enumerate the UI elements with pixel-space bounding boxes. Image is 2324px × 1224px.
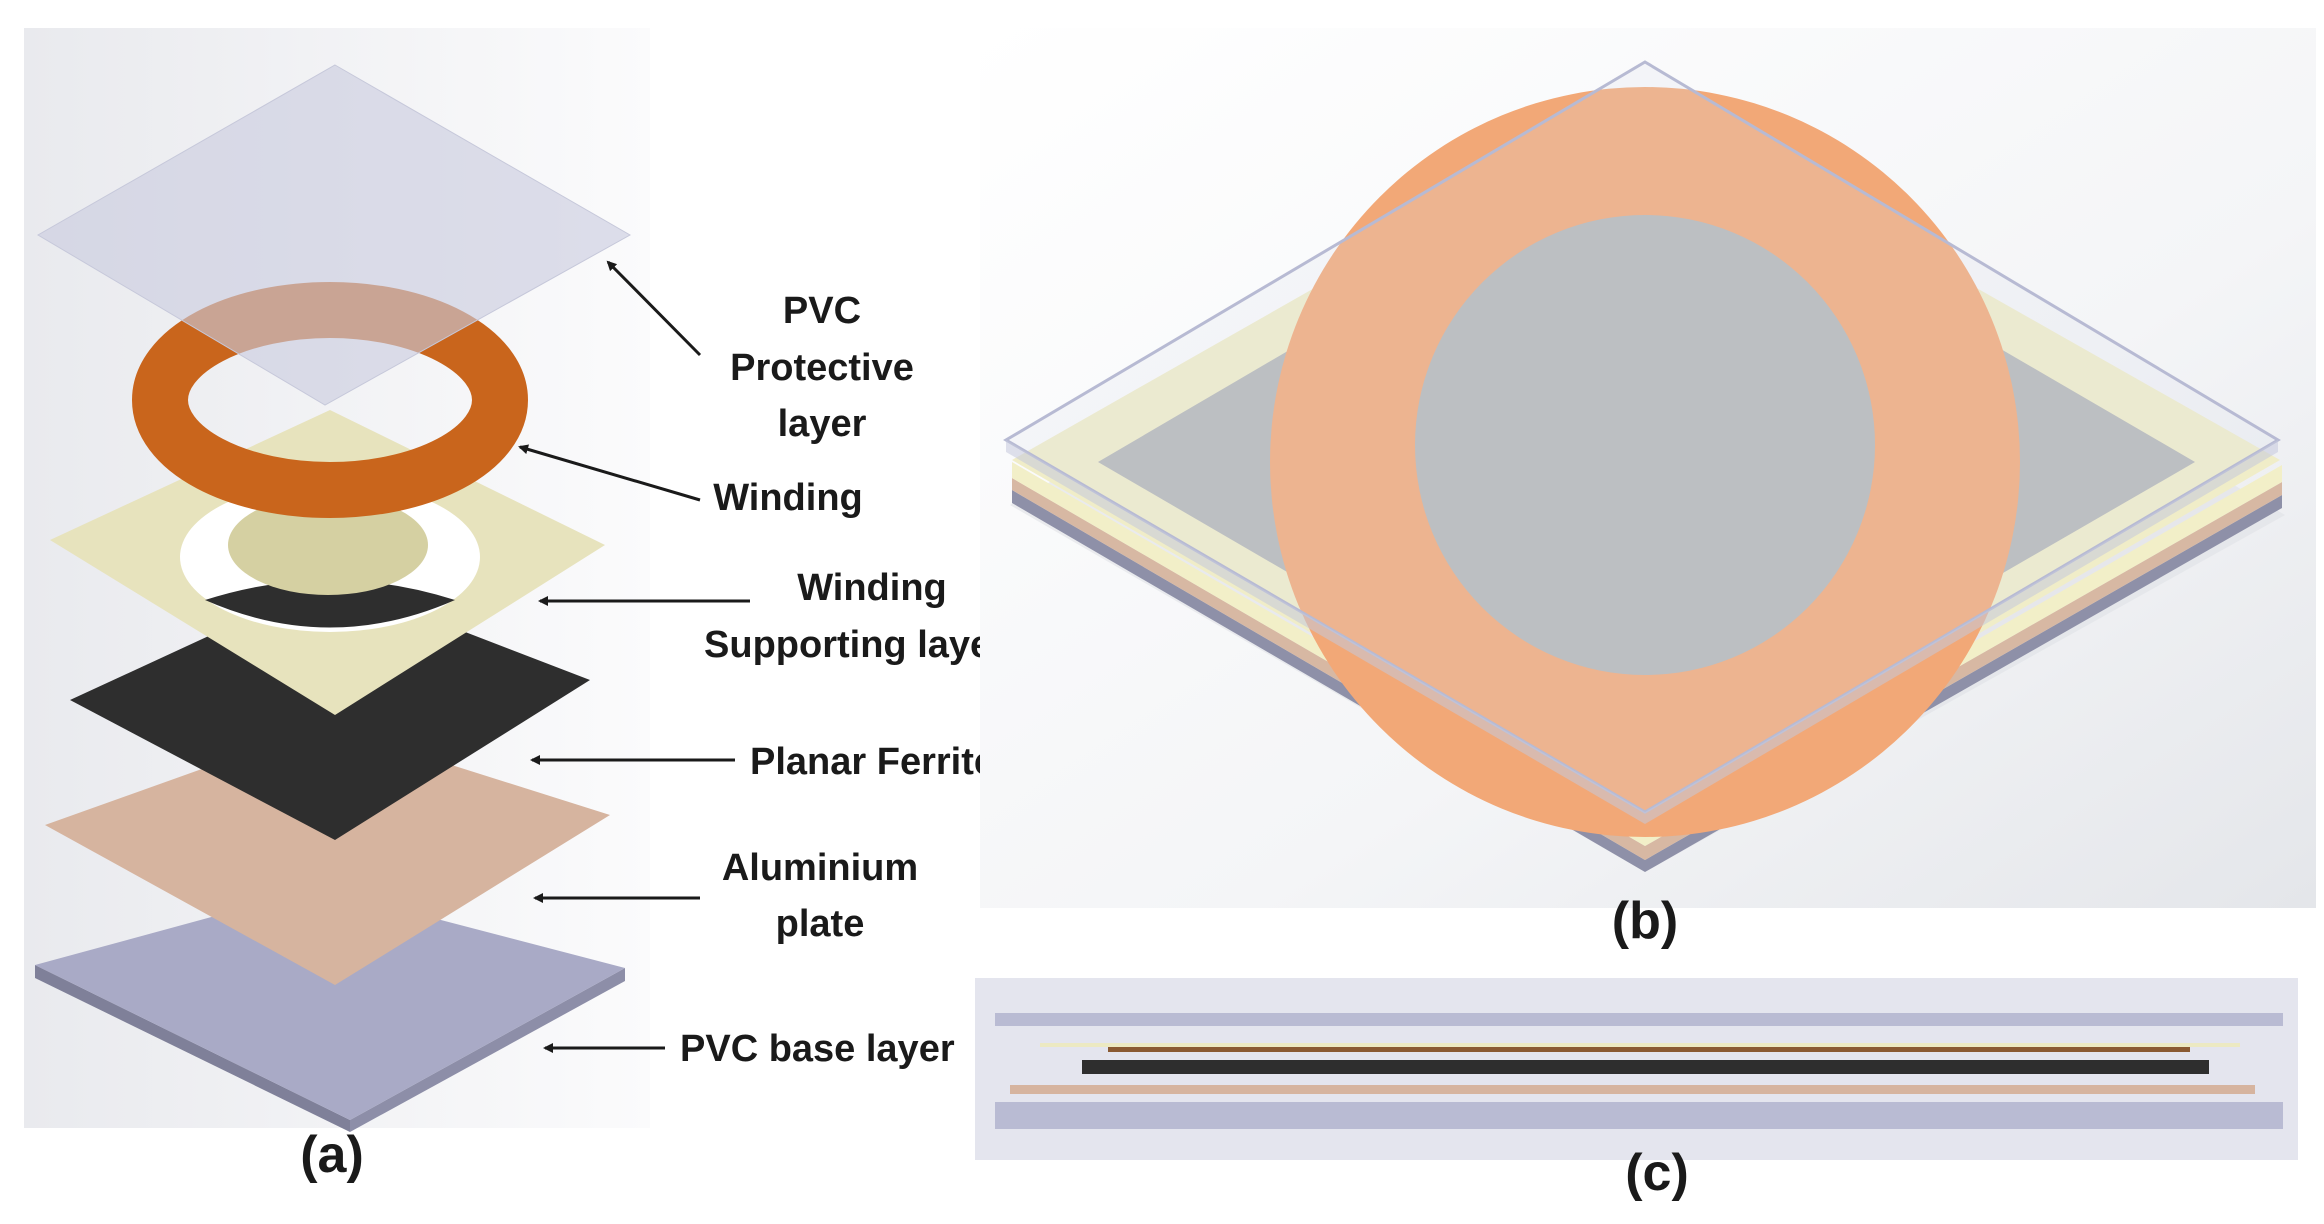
panel-c: (c) bbox=[975, 978, 2298, 1202]
caption-c: (c) bbox=[1625, 1144, 1689, 1202]
aluminium-plate bbox=[45, 725, 610, 985]
pvc-base-layer-top bbox=[35, 888, 625, 1120]
label-pvc-base: PVC base layer bbox=[680, 1028, 955, 1070]
caption-b: (b) bbox=[1612, 892, 1678, 950]
winding-support-center-disc bbox=[228, 495, 428, 595]
pvc-protective-layer bbox=[37, 64, 632, 406]
panel-a: PVC Protective layer Winding Winding Sup… bbox=[24, 28, 1006, 1184]
side-winding-support bbox=[1040, 1043, 2240, 1047]
label-planar-ferrite: Planar Ferrite bbox=[750, 741, 995, 783]
label-winding: Winding bbox=[713, 477, 863, 519]
label-aluminium-line1: Aluminium bbox=[722, 847, 918, 889]
side-winding bbox=[1108, 1047, 2190, 1052]
side-pvc-protective bbox=[995, 1013, 2283, 1026]
arrow-winding bbox=[518, 444, 701, 502]
side-ferrite bbox=[1082, 1060, 2209, 1074]
assembled-coil-inner bbox=[1415, 215, 1875, 675]
panel-b: (b) bbox=[980, 28, 2316, 950]
leader-arrows bbox=[518, 260, 750, 1053]
label-winding-support-line2: Supporting layer bbox=[704, 624, 1006, 666]
label-pvc-protective-line2: Protective bbox=[730, 347, 914, 389]
label-pvc-protective-line1: PVC bbox=[783, 290, 861, 332]
caption-a: (a) bbox=[300, 1126, 364, 1184]
label-pvc-protective-line3: layer bbox=[778, 403, 867, 445]
arrow-pvc-protective bbox=[606, 260, 702, 357]
label-winding-support-line1: Winding bbox=[797, 567, 947, 609]
ferrite-visible-through-cutout bbox=[205, 580, 455, 628]
label-aluminium-line2: plate bbox=[776, 903, 865, 945]
side-aluminium bbox=[1010, 1085, 2255, 1094]
pvc-base-layer bbox=[35, 888, 625, 1132]
side-pvc-base bbox=[995, 1102, 2283, 1129]
